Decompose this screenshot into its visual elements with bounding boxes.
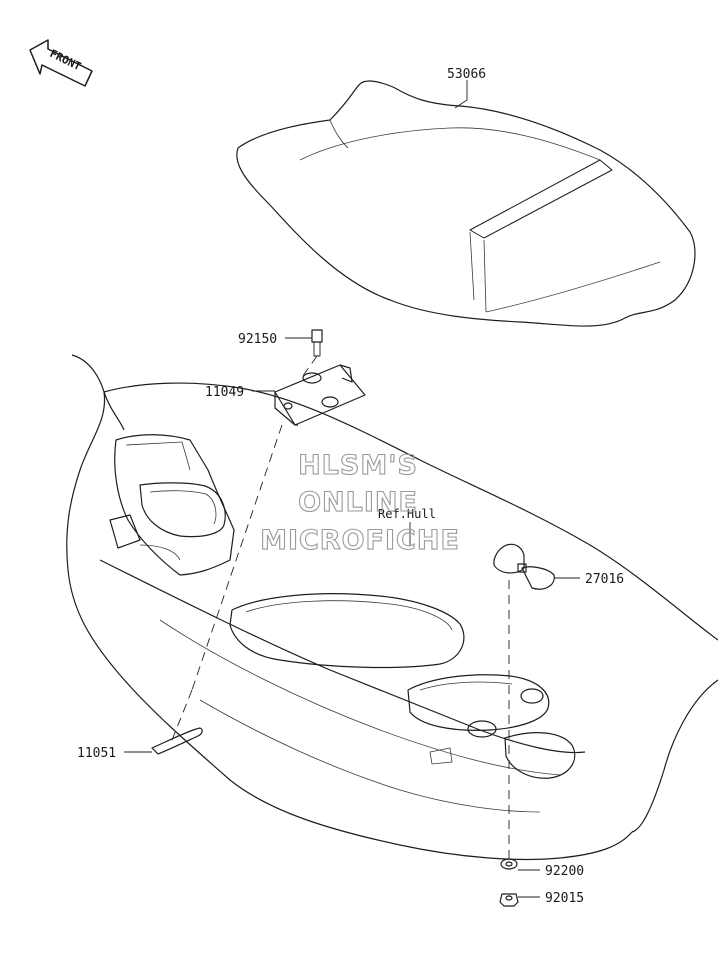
part-label-92150: 92150 — [238, 332, 277, 347]
watermark-line-3: MICROFICHE — [260, 525, 460, 556]
seat-part — [236, 80, 696, 327]
watermark: HLSM'S ONLINE MICROFICHE — [260, 449, 460, 556]
part-label-27016: 27016 — [585, 572, 624, 587]
watermark-line-2: ONLINE — [298, 487, 418, 518]
washer-part — [500, 858, 518, 870]
nut-part — [499, 893, 519, 907]
assembly-line-bracket — [191, 424, 283, 691]
strap-part — [151, 727, 203, 755]
front-label: FRONT — [48, 47, 84, 73]
part-label-53066: 53066 — [447, 67, 486, 82]
leader-53066 — [454, 80, 468, 109]
latch-part — [493, 543, 555, 590]
bolt-part — [311, 329, 323, 357]
part-label-92015: 92015 — [545, 891, 584, 906]
assembly-line-bolt — [299, 355, 318, 381]
hull-part — [66, 354, 718, 861]
watermark-line-1: HLSM'S — [298, 450, 418, 481]
assembly-line-strap — [169, 689, 193, 746]
bracket-part — [274, 364, 366, 426]
front-arrow-icon: FRONT — [29, 39, 93, 87]
part-label-11049: 11049 — [205, 385, 244, 400]
part-label-92200: 92200 — [545, 864, 584, 879]
reference-label: Ref.Hull — [378, 507, 436, 521]
part-label-11051: 11051 — [77, 746, 116, 761]
